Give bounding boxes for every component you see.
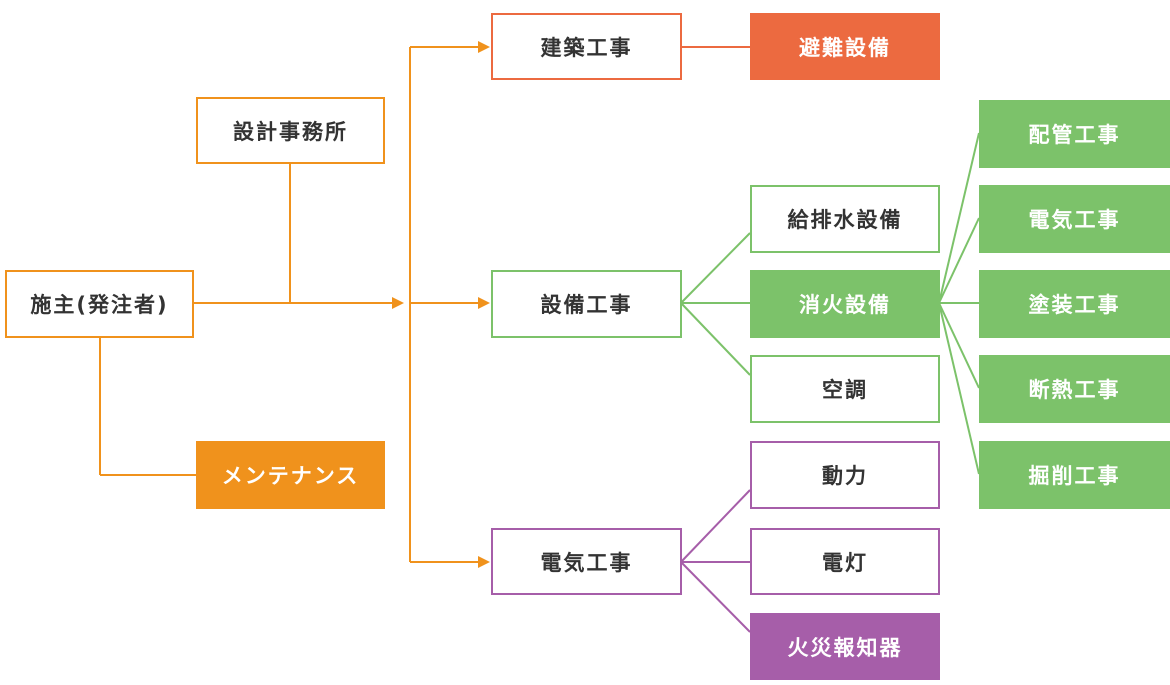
node-design-office: 設計事務所 (196, 97, 385, 164)
connector-electrical-power (680, 489, 751, 563)
connector-fire-electrical-sub (938, 217, 980, 304)
node-painting: 塗装工事 (979, 270, 1170, 338)
connector-fire-excavation (938, 302, 980, 475)
node-lighting-label: 電灯 (822, 550, 868, 575)
node-painting-label: 塗装工事 (1028, 293, 1121, 317)
node-power: 動力 (750, 441, 940, 509)
node-insulation: 断熱工事 (979, 355, 1170, 423)
connector-fire-piping (938, 132, 980, 304)
node-fire-fighting: 消火設備 (750, 270, 940, 338)
node-insulation-label: 断熱工事 (1028, 378, 1121, 402)
node-evacuation-label: 避難設備 (799, 35, 891, 60)
node-electrical-sub: 電気工事 (979, 185, 1170, 253)
node-owner: 施主(発注者) (5, 270, 194, 338)
node-piping: 配管工事 (979, 100, 1170, 168)
node-electrical-label: 電気工事 (540, 550, 633, 575)
node-plumbing-supply-label: 給排水設備 (787, 208, 903, 232)
node-plumbing-supply: 給排水設備 (750, 185, 940, 253)
node-fire-alarm: 火災報知器 (750, 613, 940, 680)
node-hvac: 空調 (750, 355, 940, 423)
node-power-label: 動力 (822, 464, 868, 488)
node-equipment: 設備工事 (491, 270, 682, 338)
connector-fire-insulation (938, 302, 980, 389)
node-lighting: 電灯 (750, 528, 940, 595)
node-equipment-label: 設備工事 (540, 293, 633, 317)
node-electrical-sub-label: 電気工事 (1028, 208, 1121, 232)
node-owner-label: 施主(発注者) (30, 293, 169, 317)
connector-electrical-fire-alarm (680, 561, 751, 633)
node-excavation: 掘削工事 (979, 441, 1170, 509)
node-maintenance: メンテナンス (196, 441, 385, 509)
node-hvac-label: 空調 (822, 378, 868, 402)
node-fire-alarm-label: 火災報知器 (787, 635, 903, 660)
node-maintenance-label: メンテナンス (221, 464, 360, 488)
arrow-equipment (478, 297, 490, 309)
node-design-office-label: 設計事務所 (233, 119, 348, 144)
connector-equipment-plumbing (680, 232, 751, 304)
arrow-electrical (478, 556, 490, 568)
node-piping-label: 配管工事 (1028, 123, 1121, 147)
node-construction: 建築工事 (491, 13, 682, 80)
arrow-owner-trunk (392, 297, 404, 309)
arrow-construction (478, 41, 490, 53)
node-evacuation: 避難設備 (750, 13, 940, 80)
node-electrical: 電気工事 (491, 528, 682, 595)
node-fire-fighting-label: 消火設備 (799, 293, 891, 317)
connector-equipment-hvac (680, 302, 751, 376)
node-construction-label: 建築工事 (540, 35, 633, 60)
node-excavation-label: 掘削工事 (1028, 464, 1121, 488)
